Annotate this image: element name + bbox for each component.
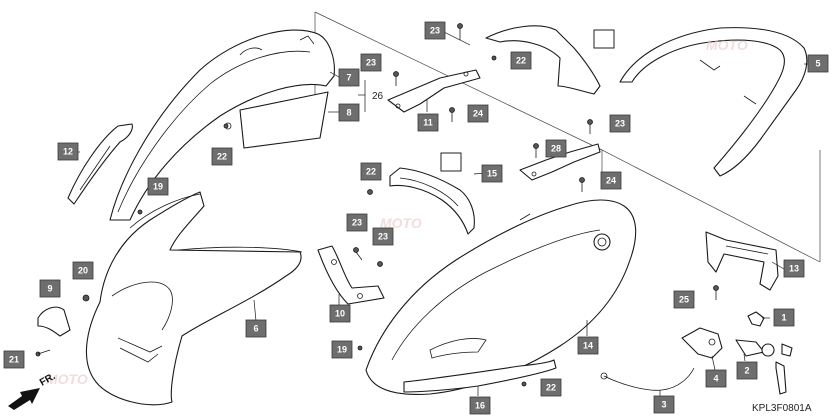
svg-text:10: 10 (335, 309, 345, 319)
upper-bracket (389, 167, 475, 235)
svg-text:1: 1 (781, 313, 786, 323)
callout-23: 23 (360, 53, 382, 72)
callout-14: 14 (577, 336, 599, 355)
svg-text:11: 11 (423, 118, 433, 128)
svg-text:28: 28 (551, 144, 561, 154)
diagram-code: KPL3F0801A (752, 403, 812, 414)
callout-19: 19 (331, 340, 353, 359)
svg-text:3: 3 (661, 400, 666, 410)
svg-text:5: 5 (815, 59, 820, 69)
svg-text:19: 19 (337, 345, 347, 355)
svg-text:2: 2 (744, 366, 749, 376)
assembly-frame (314, 11, 821, 263)
callout-4: 4 (705, 369, 727, 388)
svg-text:15: 15 (487, 169, 497, 179)
blank-callout-box (440, 152, 462, 172)
callout-23: 23 (424, 21, 446, 40)
clip-part-1 (747, 311, 765, 327)
callout-20: 20 (72, 261, 94, 280)
svg-text:22: 22 (217, 152, 227, 162)
leader-lines (64, 63, 815, 396)
svg-text:20: 20 (78, 266, 88, 276)
svg-text:21: 21 (9, 355, 19, 365)
svg-text:12: 12 (63, 147, 73, 157)
bracket-part-11 (387, 69, 481, 113)
grab-rail-part-5 (619, 27, 808, 177)
callout-25: 25 (673, 290, 695, 309)
callout-1: 1 (773, 308, 795, 327)
callout-23: 23 (372, 227, 394, 246)
svg-text:7: 7 (346, 73, 351, 83)
svg-text:22: 22 (516, 56, 526, 66)
svg-text:23: 23 (352, 218, 362, 228)
rear-cover-part-7 (109, 29, 335, 221)
svg-text:22: 22 (546, 383, 556, 393)
callout-15: 15 (481, 164, 503, 183)
svg-text:24: 24 (606, 176, 616, 186)
callout-22: 22 (360, 162, 382, 181)
key-cylinder-part-2 (735, 339, 793, 395)
latch-part-4 (681, 327, 723, 359)
svg-text:22: 22 (366, 167, 376, 177)
callout-22: 22 (510, 51, 532, 70)
side-trim-part-12 (67, 123, 133, 205)
callout-22: 22 (540, 378, 562, 397)
callout-23: 23 (609, 114, 631, 133)
side-panel-part-14 (365, 199, 637, 395)
blank-callout-box (593, 29, 615, 49)
side-cover-part-6 (85, 191, 303, 406)
svg-text:19: 19 (153, 182, 163, 192)
watermark: MOTO (380, 215, 422, 231)
callout-28: 28 (545, 139, 567, 158)
callout-24: 24 (600, 171, 622, 190)
callout-5: 5 (807, 54, 829, 73)
callout-11: 11 (417, 113, 439, 132)
callout-21: 21 (3, 350, 25, 369)
callout-2: 2 (736, 361, 758, 380)
front-arrow-icon: FR. (8, 371, 58, 410)
fasteners (35, 23, 719, 387)
callout-6: 6 (245, 319, 267, 338)
svg-text:9: 9 (47, 284, 52, 294)
svg-text:23: 23 (378, 232, 388, 242)
trim-part-9 (37, 306, 71, 337)
svg-text:23: 23 (615, 119, 625, 129)
callout-12: 12 (57, 142, 79, 161)
svg-text:13: 13 (789, 264, 799, 274)
svg-text:23: 23 (366, 58, 376, 68)
bracket-part-10 (317, 245, 385, 305)
callout-8: 8 (338, 103, 360, 122)
lower-strip-part-16 (403, 359, 557, 393)
callout-9: 9 (39, 279, 61, 298)
svg-text:14: 14 (583, 341, 593, 351)
svg-text:25: 25 (679, 295, 689, 305)
callout-22: 22 (211, 147, 233, 166)
reference-26: 26 (372, 91, 384, 102)
watermark: MOTO (706, 37, 748, 53)
callout-7: 7 (338, 68, 360, 87)
svg-text:23: 23 (430, 26, 440, 36)
svg-text:4: 4 (713, 374, 718, 384)
svg-text:8: 8 (346, 108, 351, 118)
callout-10: 10 (329, 304, 351, 323)
top-small-cover (485, 25, 601, 95)
watermark: MOTO (46, 371, 88, 387)
svg-text:16: 16 (475, 401, 485, 411)
svg-text:6: 6 (253, 324, 258, 334)
callout-16: 16 (469, 396, 491, 415)
decal-part-8 (239, 91, 329, 149)
bracket-part-13 (705, 231, 779, 291)
cable-part-3 (600, 367, 695, 391)
callout-24: 24 (467, 104, 489, 123)
callout-19: 19 (147, 177, 169, 196)
callout-13: 13 (783, 259, 805, 278)
callout-23: 23 (346, 213, 368, 232)
callout-3: 3 (653, 395, 675, 414)
svg-text:24: 24 (473, 109, 483, 119)
